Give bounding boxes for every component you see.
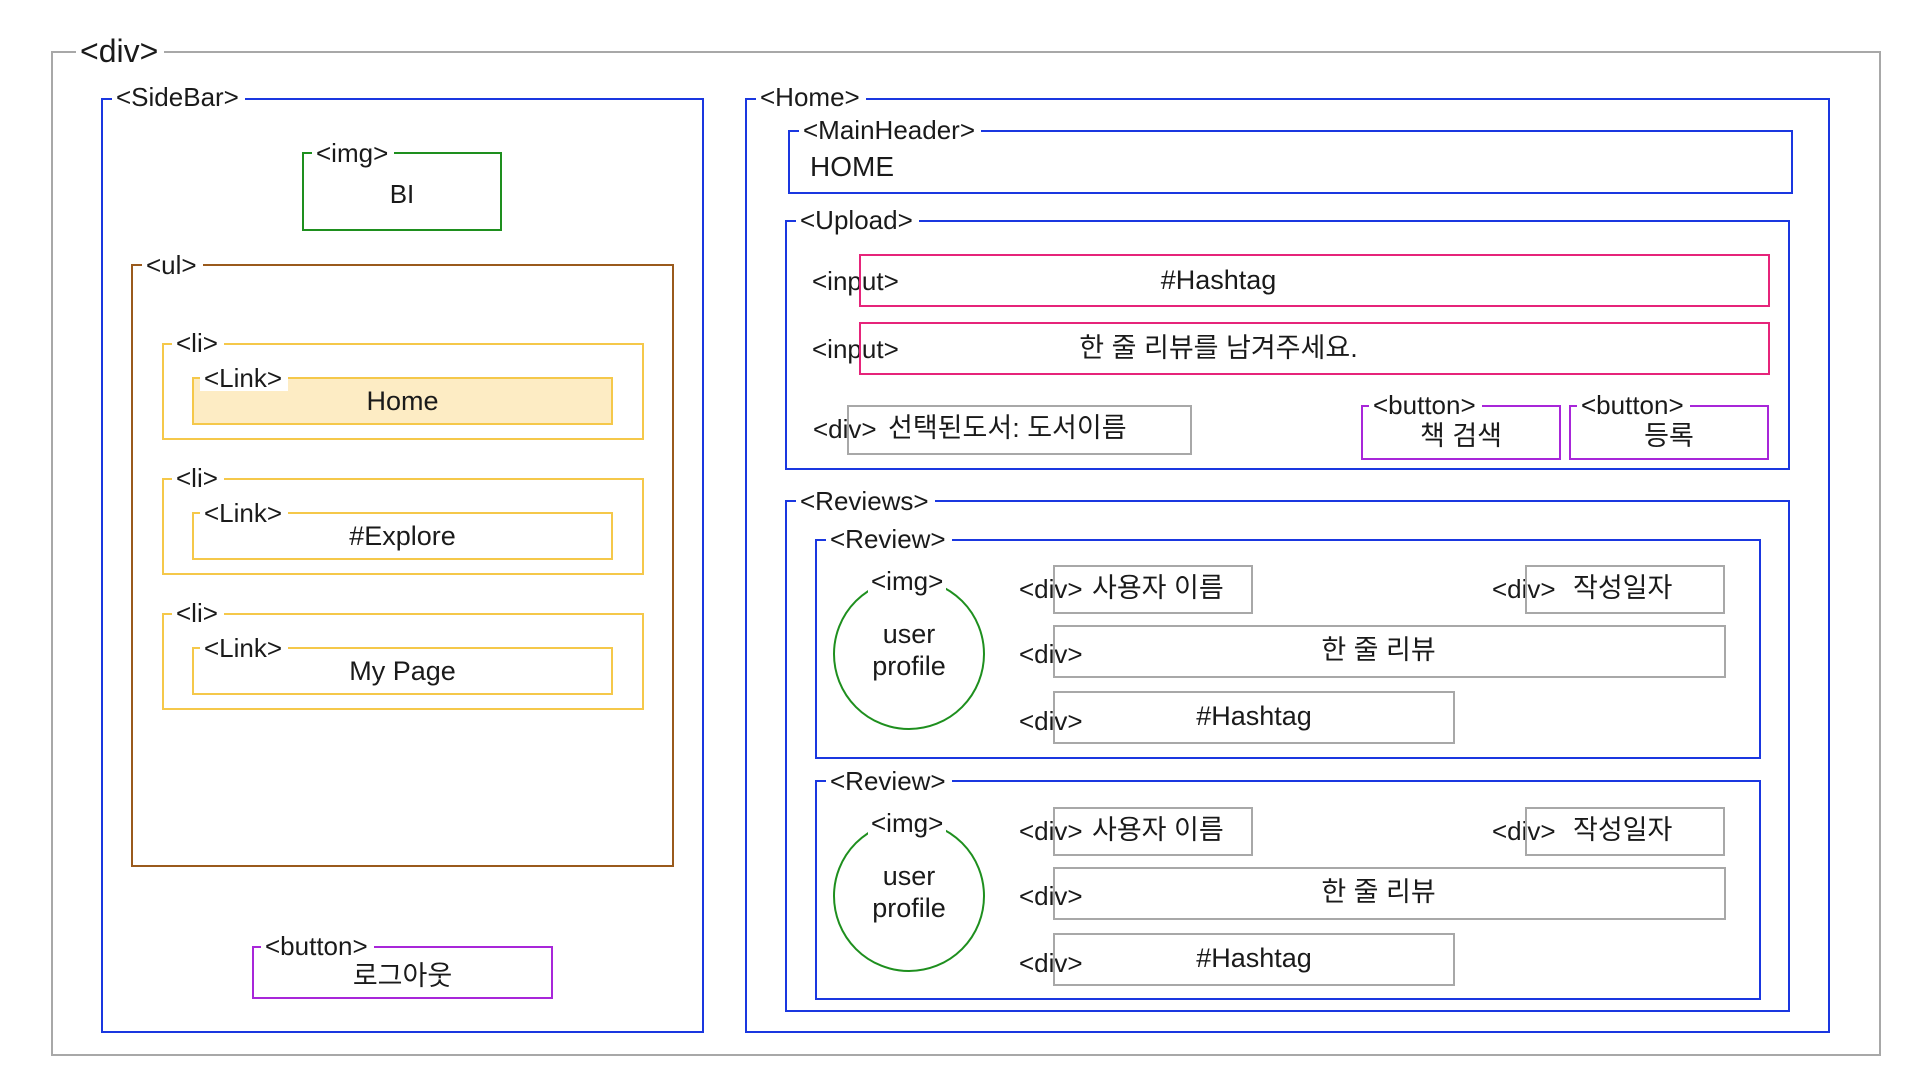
nav-link-mypage-label: <Link> bbox=[200, 635, 289, 661]
nav-link-mypage-text: My Page bbox=[349, 656, 456, 687]
review-2-name-tag: <div> bbox=[1019, 816, 1083, 846]
main-header-label: <MainHeader> bbox=[799, 117, 981, 143]
logout-button-label: <button> bbox=[261, 933, 374, 959]
nav-link-explore-label: <Link> bbox=[200, 500, 289, 526]
nav-link-explore[interactable] bbox=[192, 512, 613, 560]
selected-book-text: 선택된도서: 도서이름 bbox=[888, 413, 1127, 443]
review-1-hashtag-tag: <div> bbox=[1019, 706, 1083, 736]
review-2-avatar-line2: profile bbox=[872, 893, 946, 924]
nav-link-home-label: <Link> bbox=[200, 365, 289, 391]
nav-li-explore-box bbox=[162, 478, 644, 575]
review-card-1 bbox=[815, 539, 1761, 759]
nav-link-home-text: Home bbox=[366, 386, 439, 417]
review-1-label: <Review> bbox=[826, 526, 952, 552]
review-2-hashtag-box bbox=[1053, 933, 1455, 986]
review-1-name-tag: <div> bbox=[1019, 574, 1083, 604]
nav-li-home-box bbox=[162, 343, 644, 440]
review-2-text: 한 줄 리뷰 bbox=[1321, 877, 1436, 908]
review-input[interactable] bbox=[859, 322, 1770, 375]
review-1-name: 사용자 이름 bbox=[1092, 573, 1224, 603]
main-header-box bbox=[788, 130, 1793, 194]
nav-li-explore-label: <li> bbox=[172, 465, 224, 491]
book-search-button-text: 책 검색 bbox=[1419, 421, 1503, 452]
selected-book-box bbox=[847, 405, 1192, 455]
review-2-hashtag: #Hashtag bbox=[1196, 943, 1312, 974]
review-1-hashtag-box bbox=[1053, 691, 1455, 744]
sidebar-box bbox=[101, 98, 704, 1033]
review-2-text-box bbox=[1053, 867, 1726, 920]
review-2-text-tag: <div> bbox=[1019, 881, 1083, 911]
review-input-tag: <input> bbox=[812, 334, 899, 364]
selected-book-tag: <div> bbox=[813, 414, 877, 444]
review-2-hashtag-tag: <div> bbox=[1019, 948, 1083, 978]
book-search-button-label: <button> bbox=[1369, 392, 1482, 418]
review-1-date-tag: <div> bbox=[1492, 574, 1556, 604]
review-1-text-box bbox=[1053, 625, 1726, 678]
home-label: <Home> bbox=[756, 84, 866, 110]
logout-button-text: 로그아웃 bbox=[352, 961, 453, 992]
nav-list-box bbox=[131, 264, 674, 867]
review-1-avatar-line2: profile bbox=[872, 651, 946, 682]
hashtag-input[interactable] bbox=[859, 254, 1770, 307]
root-div-label: <div> bbox=[76, 35, 165, 67]
hashtag-input-tag: <input> bbox=[812, 266, 899, 296]
review-input-text: 한 줄 리뷰를 남겨주세요. bbox=[1079, 333, 1358, 364]
home-box bbox=[745, 98, 1830, 1033]
upload-label: <Upload> bbox=[796, 207, 919, 233]
review-2-date-box bbox=[1525, 807, 1725, 856]
nav-link-mypage[interactable] bbox=[192, 647, 613, 695]
submit-button-text: 등록 bbox=[1644, 421, 1694, 452]
root-div-box bbox=[51, 51, 1881, 1056]
logout-button[interactable] bbox=[252, 946, 553, 999]
review-2-name-box bbox=[1053, 807, 1253, 856]
review-2-date: 작성일자 bbox=[1573, 815, 1673, 845]
review-1-date-box bbox=[1525, 565, 1725, 614]
review-1-name-box bbox=[1053, 565, 1253, 614]
bi-img-label: <img> bbox=[312, 140, 395, 166]
reviews-box bbox=[785, 500, 1790, 1012]
review-2-date-tag: <div> bbox=[1492, 816, 1556, 846]
review-1-img-label: <img> bbox=[868, 568, 947, 594]
nav-li-mypage-box bbox=[162, 613, 644, 710]
review-1-avatar-line1: user bbox=[882, 619, 936, 650]
review-2-name: 사용자 이름 bbox=[1092, 815, 1224, 845]
upload-box bbox=[785, 220, 1790, 470]
sidebar-label: <SideBar> bbox=[112, 84, 245, 110]
nav-list-label: <ul> bbox=[142, 252, 203, 278]
nav-li-mypage-label: <li> bbox=[172, 600, 224, 626]
bi-logo-text: BI bbox=[389, 178, 415, 209]
nav-link-explore-text: #Explore bbox=[349, 521, 456, 552]
bi-img-box bbox=[302, 152, 502, 231]
review-2-avatar-line1: user bbox=[882, 861, 936, 892]
hashtag-input-text: #Hashtag bbox=[1160, 265, 1277, 296]
review-2-img-label: <img> bbox=[868, 810, 947, 836]
submit-button-label: <button> bbox=[1577, 392, 1690, 418]
main-header-title: HOME bbox=[810, 151, 894, 182]
review-1-hashtag: #Hashtag bbox=[1196, 701, 1312, 732]
review-1-text: 한 줄 리뷰 bbox=[1321, 635, 1436, 666]
review-1-text-tag: <div> bbox=[1019, 639, 1083, 669]
review-1-date: 작성일자 bbox=[1573, 573, 1673, 603]
review-2-label: <Review> bbox=[826, 768, 952, 794]
nav-li-home-label: <li> bbox=[172, 330, 224, 356]
review-card-2 bbox=[815, 780, 1761, 1000]
reviews-label: <Reviews> bbox=[796, 488, 935, 514]
